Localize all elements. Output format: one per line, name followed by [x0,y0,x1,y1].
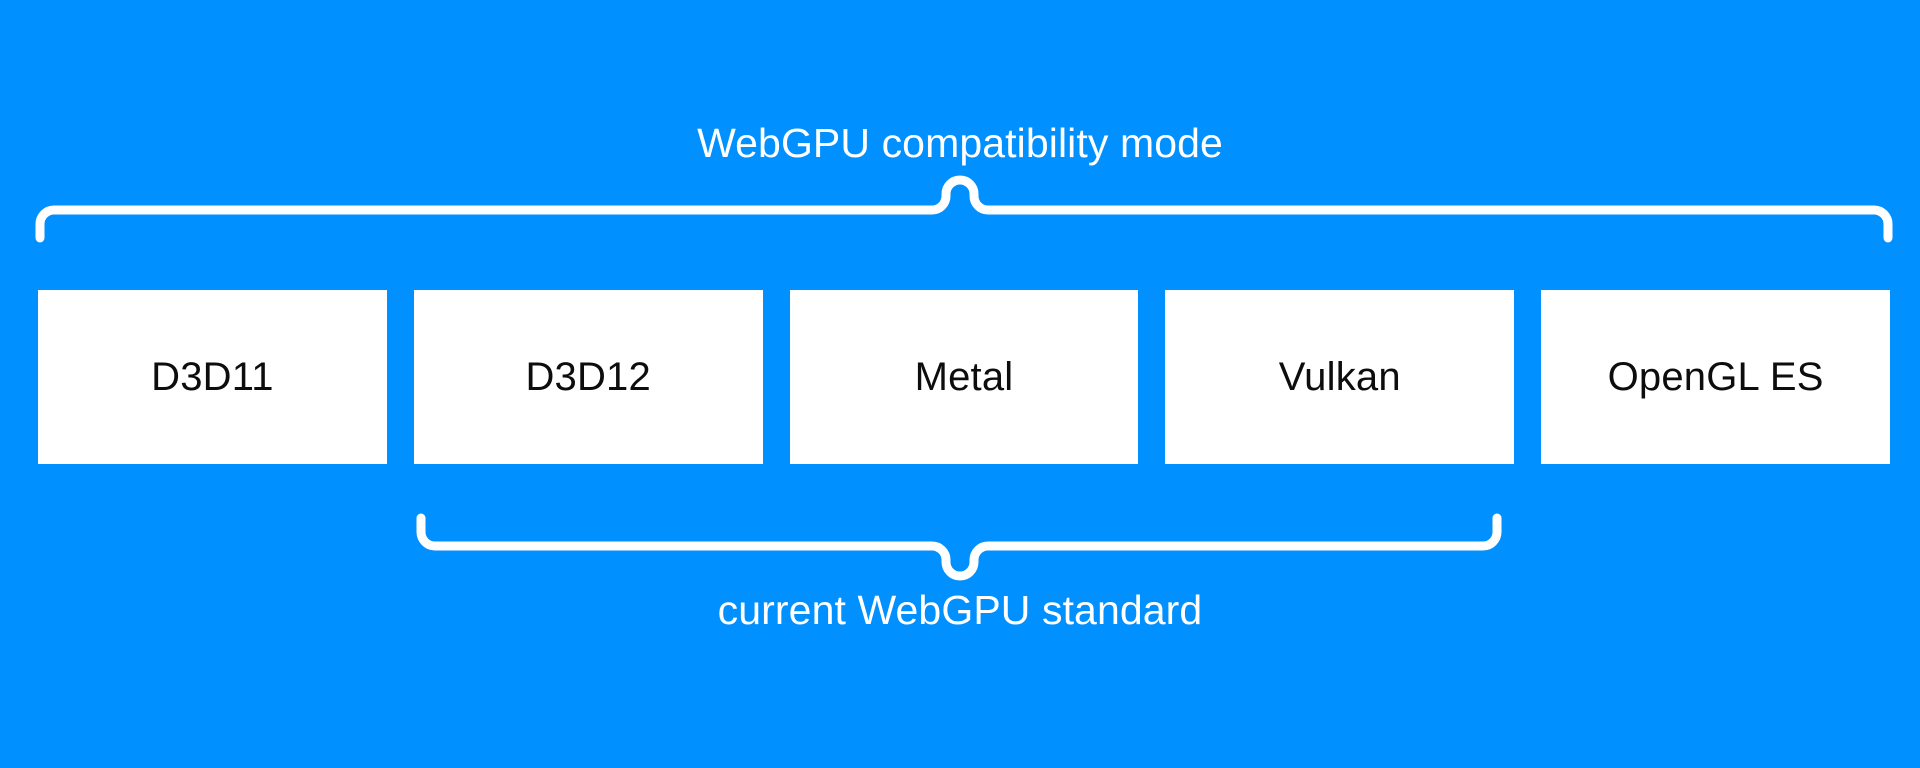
api-box-label: D3D11 [151,354,274,399]
api-box-label: Vulkan [1278,354,1401,399]
api-box-label: Metal [914,354,1014,399]
bottom-brace-path [416,513,1502,581]
api-box-d3d11[interactable]: D3D11 [38,290,387,464]
top-brace-path [35,175,1893,243]
top-brace-label: WebGPU compatibility mode [697,120,1223,166]
bottom-brace-label: current WebGPU standard [717,587,1203,633]
api-box-d3d12[interactable]: D3D12 [413,290,763,464]
api-box-metal[interactable]: Metal [789,290,1139,464]
api-box-opengl-es[interactable]: OpenGL ES [1541,290,1890,464]
api-box-label: OpenGL ES [1607,354,1824,399]
api-box-row: D3D11 D3D12 Metal Vulkan OpenGL ES [38,290,1890,464]
api-box-label: D3D12 [525,354,651,399]
api-box-vulkan[interactable]: Vulkan [1165,290,1515,464]
